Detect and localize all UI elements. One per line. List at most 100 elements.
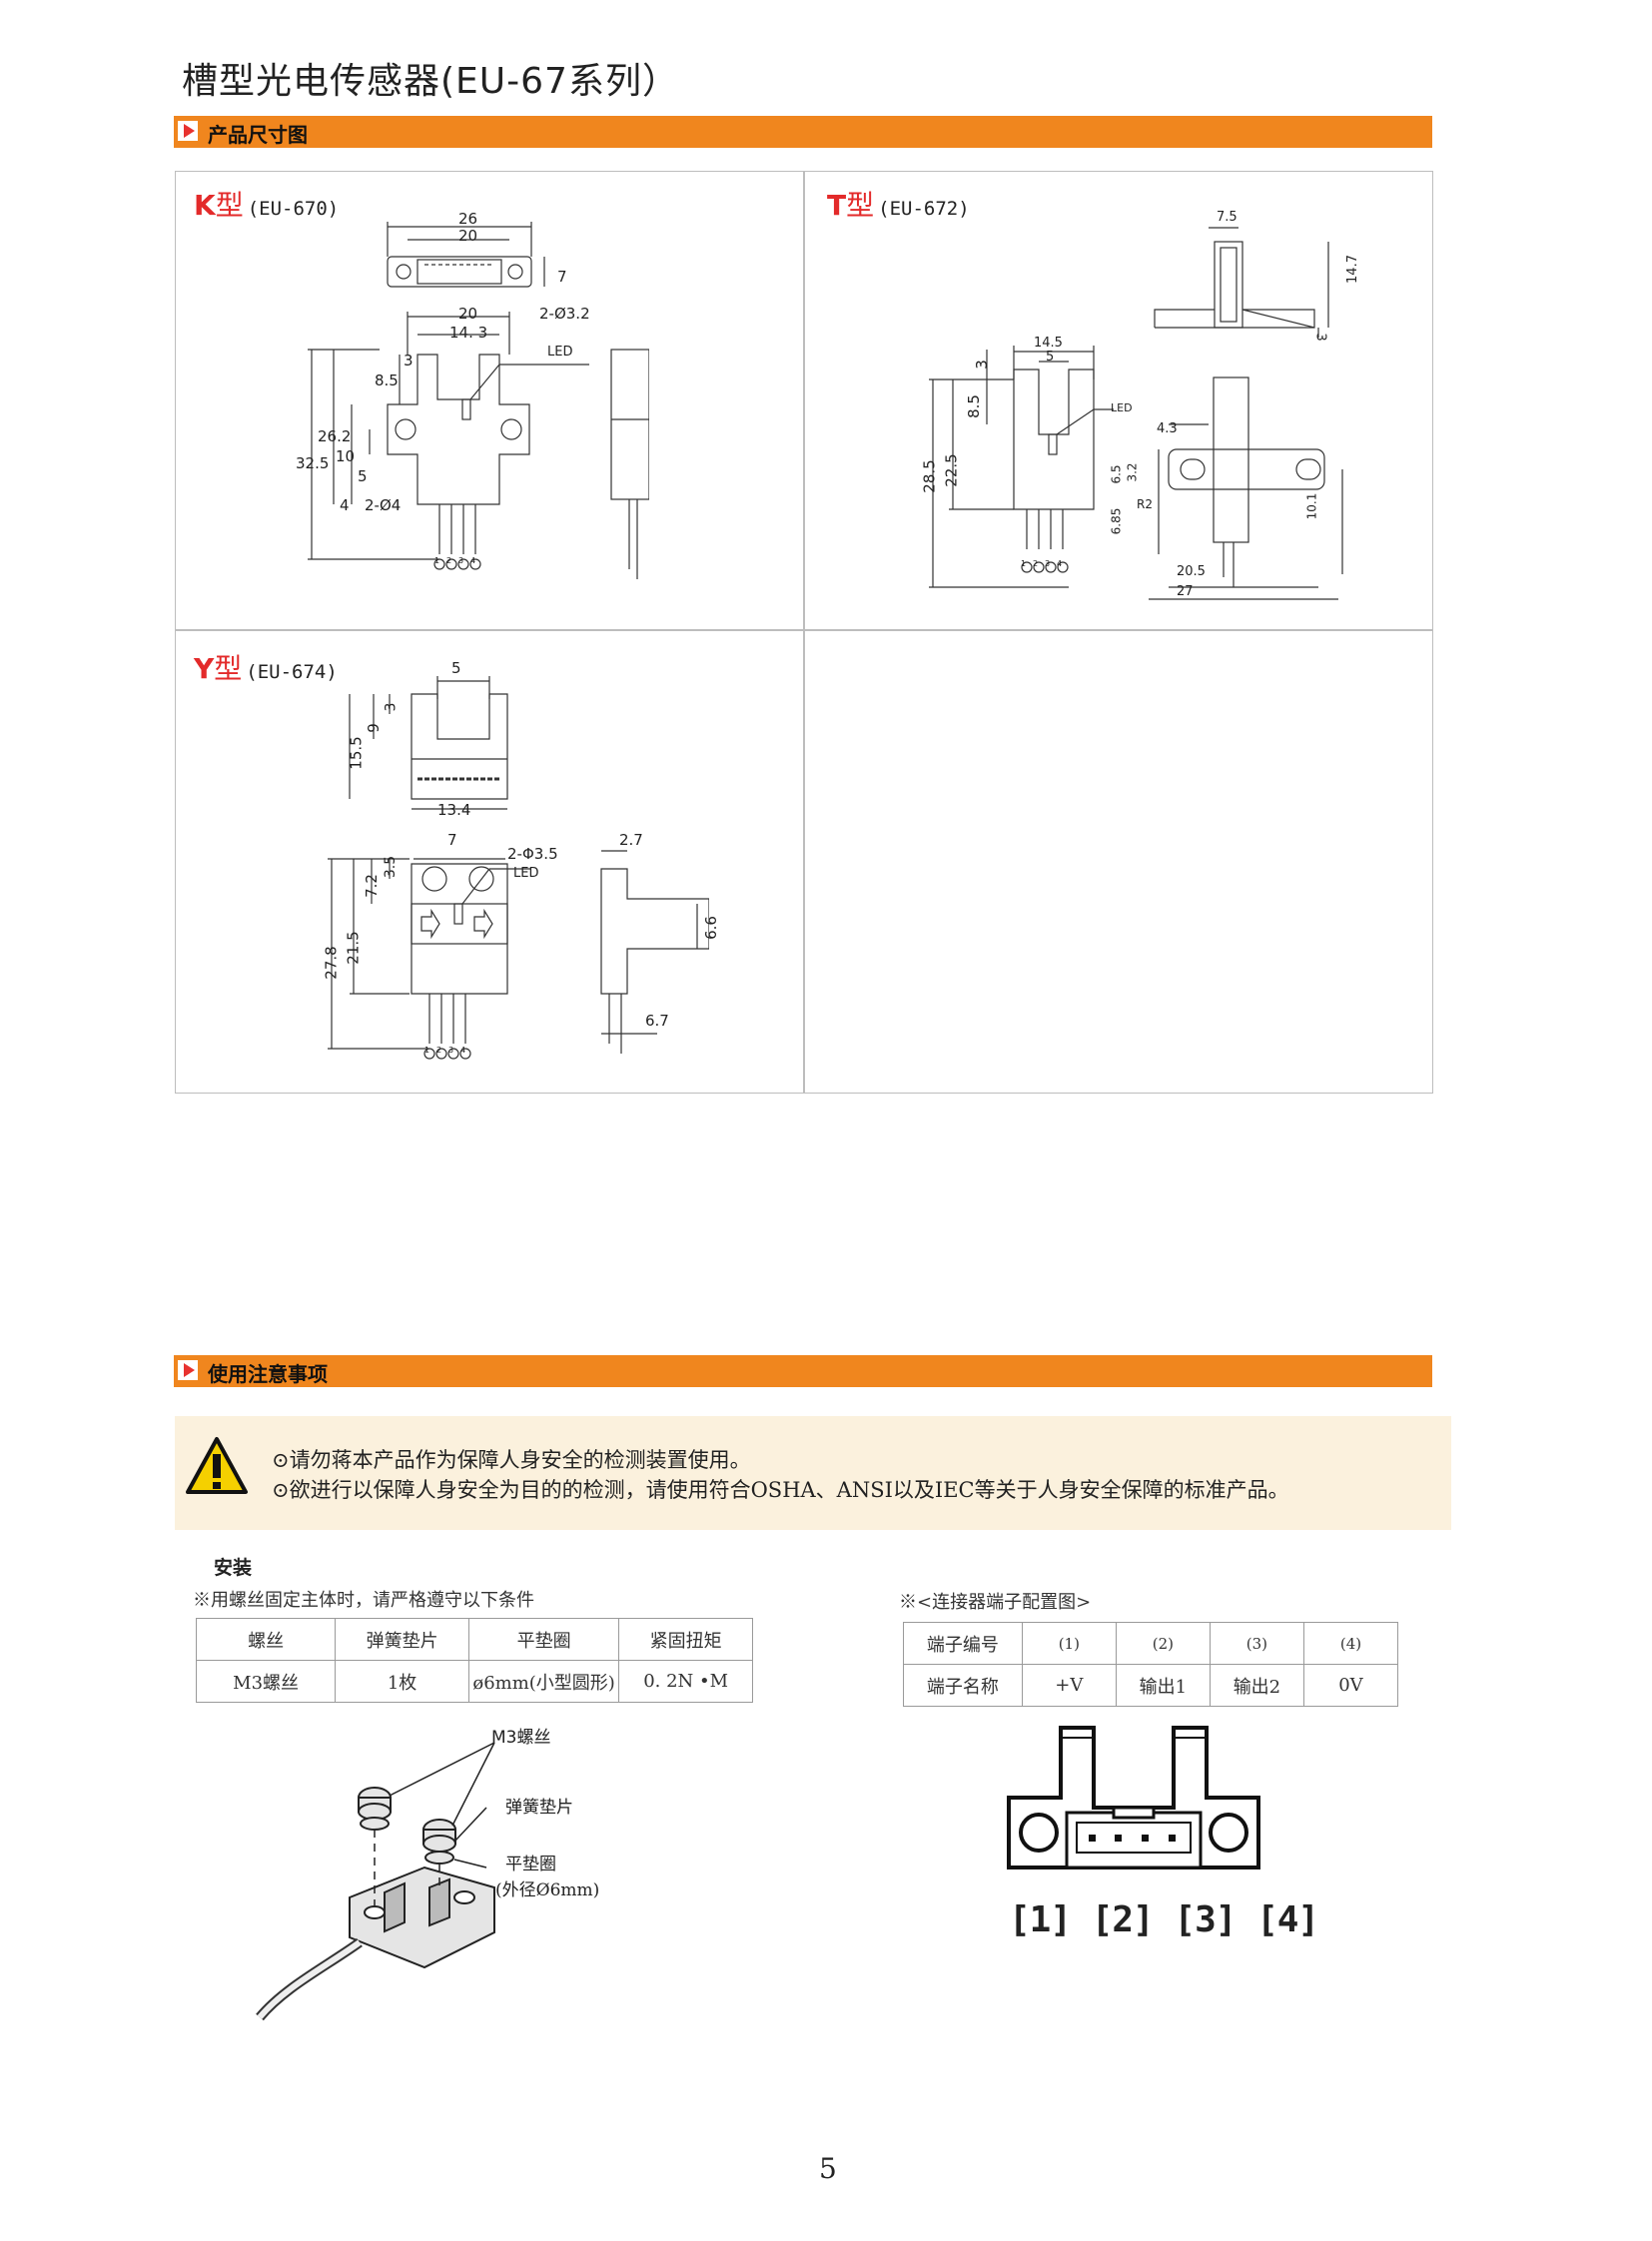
dim-y-66: 6.6 bbox=[701, 916, 720, 940]
install-table: 螺丝 弹簧垫片 平垫圈 紧固扭矩 M3螺丝 1枚 ø6mm(小型圆形) 0. 2… bbox=[195, 1618, 753, 1703]
table-row: 螺丝 弹簧垫片 平垫圈 紧固扭矩 bbox=[195, 1618, 753, 1661]
dim-t-32: 3.2 bbox=[1125, 462, 1140, 482]
dim-k-26: 26 bbox=[458, 210, 478, 228]
table-cell: +V bbox=[1021, 1664, 1117, 1707]
section-title: 产品尺寸图 bbox=[208, 123, 308, 147]
dim-t-75: 7.5 bbox=[1217, 210, 1238, 225]
dim-y-9: 9 bbox=[364, 723, 383, 733]
pin-number-label: 2 bbox=[1033, 559, 1039, 568]
dim-t-147: 14.7 bbox=[1344, 255, 1360, 284]
dim-y-7: 7 bbox=[447, 831, 457, 849]
dim-k-10: 10 bbox=[336, 447, 356, 465]
table-row: M3螺丝 1枚 ø6mm(小型圆形) 0. 2N •M bbox=[195, 1660, 753, 1703]
type-suffix: 型 bbox=[215, 189, 244, 222]
dim-y-72: 7.2 bbox=[362, 874, 381, 898]
dim-k-7: 7 bbox=[557, 268, 567, 286]
pin-number-label: 3 bbox=[448, 1046, 454, 1055]
dim-y-3: 3 bbox=[383, 702, 400, 712]
dim-t-225: 22.5 bbox=[942, 453, 961, 487]
type-letter: K bbox=[194, 189, 216, 222]
dim-t-685: 6.85 bbox=[1109, 507, 1124, 535]
section-title: 使用注意事项 bbox=[208, 1362, 328, 1386]
dim-k-led: LED bbox=[547, 345, 573, 360]
connector-note: ※<连接器端子配置图> bbox=[899, 1592, 1092, 1613]
t-type-drawing bbox=[929, 227, 1343, 600]
warning-icon bbox=[186, 1437, 248, 1494]
dimension-drawings-grid bbox=[175, 171, 1433, 1094]
page-number: 5 bbox=[819, 2152, 837, 2185]
type-letter: T bbox=[827, 189, 847, 222]
k-type-label: K型(EU-670) bbox=[194, 184, 339, 224]
dim-y-278: 27.8 bbox=[322, 946, 341, 980]
warning-line-2: ⊙欲进行以保障人身安全为目的的检测，请使用符合OSHA、ANSI以及IEC等关于… bbox=[272, 1478, 1289, 1502]
dim-k-143: 14. 3 bbox=[449, 324, 488, 342]
dim-k-hole: 2-Ø3.2 bbox=[539, 305, 590, 323]
dim-y-134: 13.4 bbox=[437, 801, 471, 819]
dim-k-85: 8.5 bbox=[375, 372, 399, 389]
dim-t-85: 8.5 bbox=[964, 394, 983, 418]
dim-k-4: 4 bbox=[340, 496, 350, 514]
type-letter: Y bbox=[194, 652, 215, 685]
play-triangle-icon bbox=[178, 1360, 198, 1380]
table-cell: 输出2 bbox=[1209, 1664, 1304, 1707]
dim-y-155: 15.5 bbox=[347, 736, 366, 770]
table-cell: (3) bbox=[1209, 1622, 1304, 1665]
dim-t-285: 28.5 bbox=[920, 459, 939, 493]
y-type-drawing bbox=[328, 676, 709, 1060]
type-suffix: 型 bbox=[846, 189, 875, 222]
page-title: 槽型光电传感器(EU-67系列） bbox=[182, 61, 679, 102]
t-type-label: T型(EU-672) bbox=[827, 184, 970, 224]
pin-number-label: 3 bbox=[458, 556, 464, 565]
dim-y-35: 3.5 bbox=[383, 855, 400, 879]
dim-k-262: 26.2 bbox=[318, 427, 352, 445]
pin-number-label: 4 bbox=[1057, 559, 1063, 568]
type-model: (EU-672) bbox=[878, 198, 970, 220]
connector-illustration bbox=[1007, 1726, 1260, 1869]
section-header-dimensions: 产品尺寸图 bbox=[174, 116, 1432, 148]
k-type-drawing bbox=[308, 222, 649, 579]
type-model: (EU-674) bbox=[246, 661, 338, 683]
warning-line-1: ⊙请勿蒋本产品作为保障人身安全的检测装置使用。 bbox=[272, 1448, 751, 1472]
pin-number-label: 2 bbox=[446, 556, 452, 565]
table-row: 端子编号 (1) (2) (3) (4) bbox=[903, 1622, 1399, 1665]
dim-t-3b: 3 bbox=[1312, 333, 1328, 342]
dim-y-led: LED bbox=[513, 866, 539, 881]
callout-flat-washer: 平垫圈 bbox=[505, 1855, 556, 1874]
dim-k-20b: 20 bbox=[458, 305, 478, 323]
pin-number-label: 1 bbox=[424, 1046, 430, 1055]
dim-y-27: 2.7 bbox=[619, 831, 643, 849]
dim-t-145: 14.5 bbox=[1034, 336, 1063, 351]
table-cell: (1) bbox=[1021, 1622, 1117, 1665]
dim-k-3: 3 bbox=[404, 352, 413, 370]
dim-k-hole2: 2-Ø4 bbox=[365, 496, 402, 514]
dim-y-215: 21.5 bbox=[344, 931, 363, 965]
connector-table: 端子编号 (1) (2) (3) (4) 端子名称 +V 输出1 输出2 0V bbox=[903, 1622, 1399, 1707]
dim-t-led: LED bbox=[1111, 401, 1133, 414]
dim-y-hole: 2-Φ3.5 bbox=[507, 845, 558, 863]
table-cell: (2) bbox=[1115, 1622, 1211, 1665]
pin-number-label: 3 bbox=[1045, 559, 1051, 568]
table-cell: 螺丝 bbox=[195, 1618, 337, 1661]
dim-t-43: 4.3 bbox=[1157, 421, 1178, 436]
dim-y-5: 5 bbox=[451, 659, 461, 677]
table-cell: 弹簧垫片 bbox=[335, 1618, 469, 1661]
table-cell: 0V bbox=[1302, 1664, 1399, 1707]
dim-k-325: 32.5 bbox=[296, 454, 330, 472]
install-title: 安装 bbox=[214, 1557, 253, 1579]
table-row: 端子名称 +V 输出1 输出2 0V bbox=[903, 1664, 1399, 1707]
dim-t-205: 20.5 bbox=[1177, 564, 1206, 579]
type-model: (EU-670) bbox=[247, 198, 340, 220]
y-type-label: Y型(EU-674) bbox=[194, 647, 338, 687]
pin-number-label: 4 bbox=[460, 1046, 466, 1055]
dim-t-5: 5 bbox=[1046, 350, 1055, 365]
play-triangle-icon bbox=[178, 121, 198, 141]
pin-number-label: 1 bbox=[434, 556, 440, 565]
warning-box: ⊙请勿蒋本产品作为保障人身安全的检测装置使用。 ⊙欲进行以保障人身安全为目的的检… bbox=[175, 1416, 1451, 1530]
table-cell: M3螺丝 bbox=[195, 1660, 337, 1703]
dim-k-5: 5 bbox=[358, 467, 368, 485]
callout-spring-washer: 弹簧垫片 bbox=[505, 1798, 573, 1818]
section-header-notes: 使用注意事项 bbox=[174, 1355, 1432, 1387]
table-cell: (4) bbox=[1302, 1622, 1399, 1665]
type-suffix: 型 bbox=[214, 652, 243, 685]
dim-k-20a: 20 bbox=[458, 227, 478, 245]
